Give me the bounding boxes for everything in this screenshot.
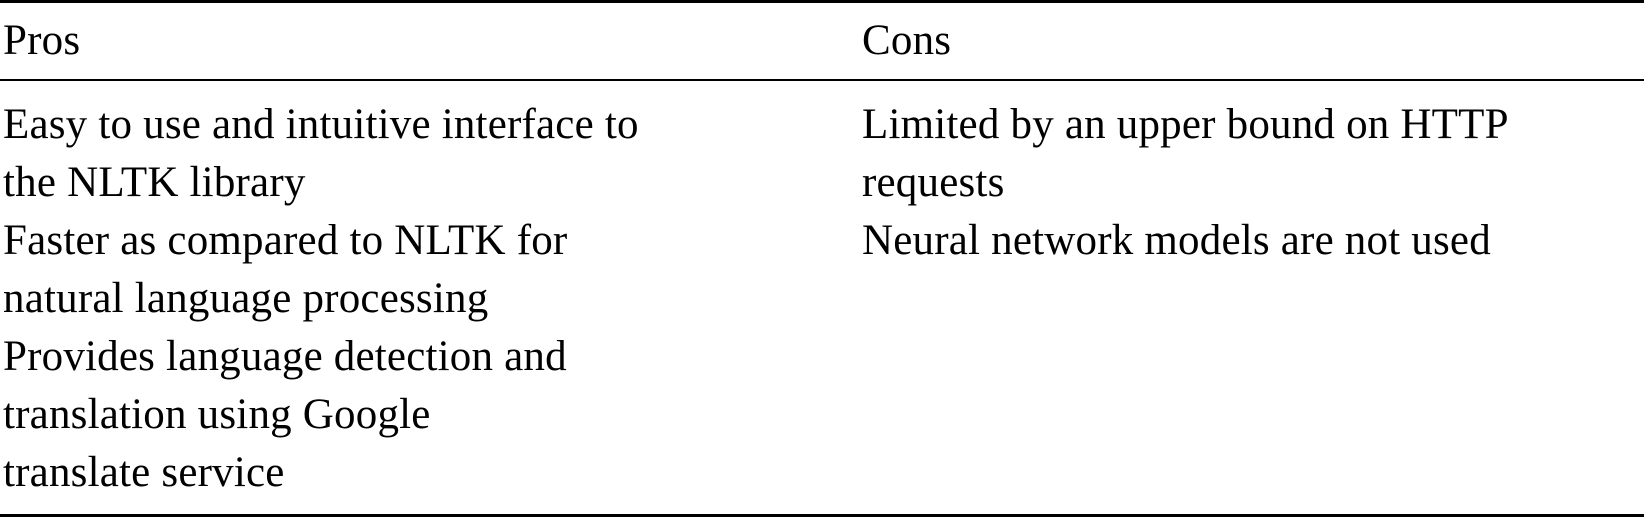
pros-item-3-line-2: translation using Google bbox=[3, 391, 431, 438]
pros-item-3-line-3: translate service bbox=[3, 449, 285, 496]
pros-item-2-line-1: Faster as compared to NLTK for bbox=[3, 217, 568, 264]
cons-column: Limited by an upper bound on HTTP reques… bbox=[862, 96, 1509, 270]
header-pros: Pros bbox=[3, 17, 81, 64]
cons-item-1-line-2: requests bbox=[862, 159, 1005, 206]
cons-item-2-line-1: Neural network models are not used bbox=[862, 217, 1491, 264]
pros-item-1-line-2: the NLTK library bbox=[3, 159, 306, 206]
header-cons: Cons bbox=[862, 17, 952, 64]
pros-item-3-line-1: Provides language detection and bbox=[3, 333, 567, 380]
pros-item-2-line-2: natural language processing bbox=[3, 275, 489, 322]
table-header-rule bbox=[0, 79, 1644, 81]
pros-item-1-line-1: Easy to use and intuitive interface to bbox=[3, 101, 639, 148]
table-top-rule bbox=[0, 0, 1644, 3]
table-bottom-rule bbox=[0, 514, 1644, 517]
pros-column: Easy to use and intuitive interface to t… bbox=[3, 96, 639, 502]
cons-item-1-line-1: Limited by an upper bound on HTTP bbox=[862, 101, 1509, 148]
